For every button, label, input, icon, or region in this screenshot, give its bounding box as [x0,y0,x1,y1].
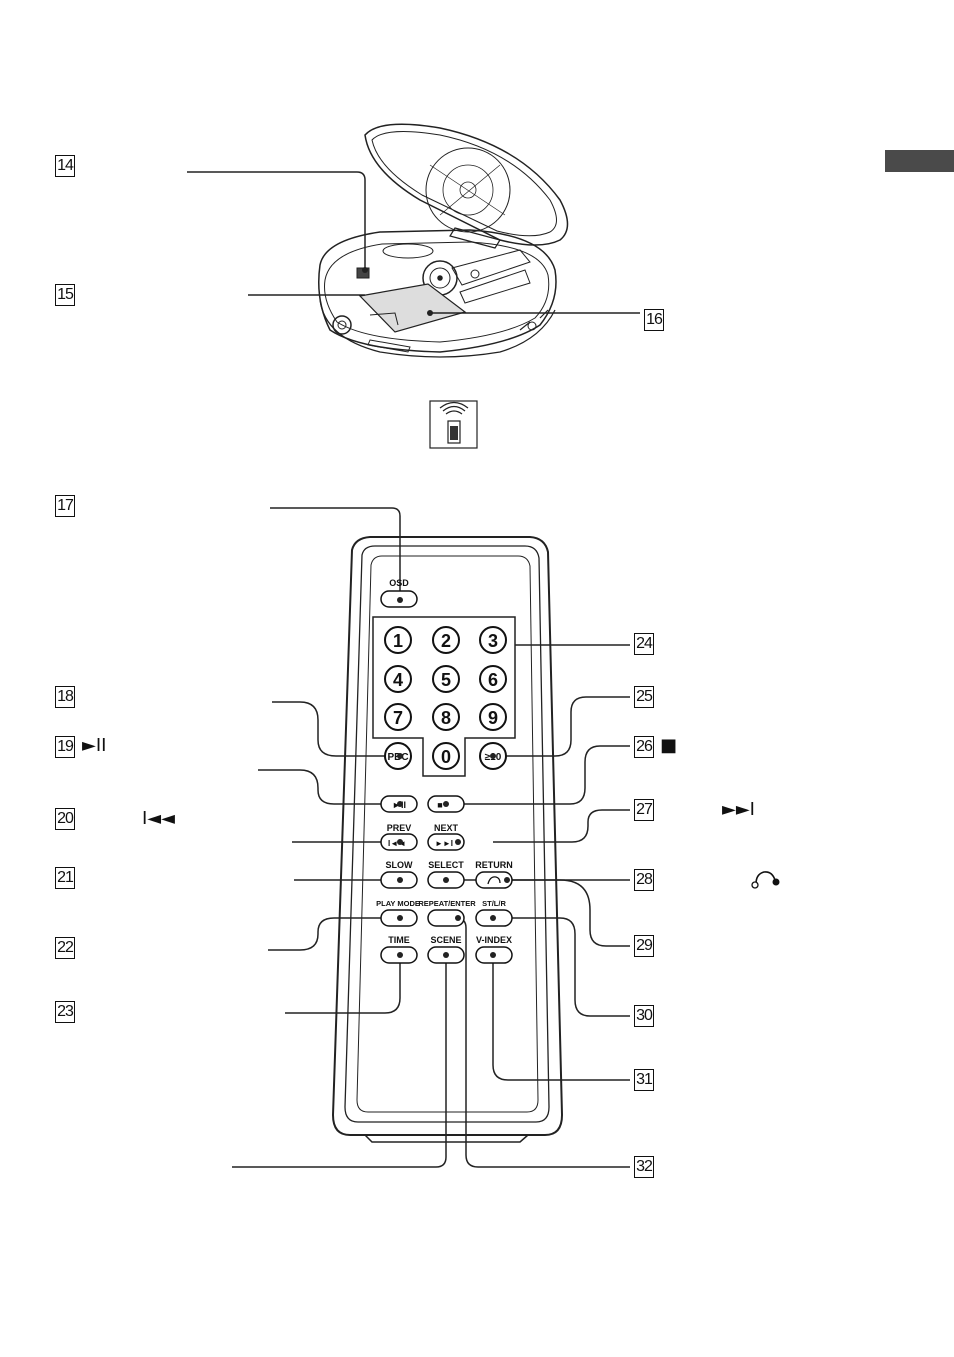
osd-label: OSD [389,578,409,588]
prev-label: PREV [387,823,412,833]
callout-22: 22 [55,937,75,959]
svg-text:■: ■ [437,800,442,810]
callout-25: 25 [634,686,654,708]
leader-line-17 [270,507,401,600]
section-tab-marker [885,150,954,172]
previous-icon: I◄◄ [142,808,175,829]
time-label: TIME [388,935,410,945]
svg-text:2: 2 [441,631,451,651]
return-arrow-icon [487,876,501,885]
callout-18: 18 [55,686,75,708]
select-label: SELECT [428,860,464,870]
svg-text:0: 0 [441,747,451,767]
svg-text:5: 5 [441,670,451,690]
callout-27: 27 [634,799,654,821]
key-5[interactable]: 5 [432,665,460,693]
key-9[interactable]: 9 [479,703,507,731]
callout-32: 32 [634,1156,654,1178]
leader-line-18 [272,701,400,757]
callout-21: 21 [55,867,75,889]
stop-icon: ■ [660,735,678,756]
remote-control-icon [429,400,478,449]
callout-30: 30 [634,1005,654,1027]
svg-text:3: 3 [488,631,498,651]
scene-label: SCENE [430,935,461,945]
key-7[interactable]: 7 [384,703,412,731]
leader-line-25 [493,696,630,757]
svg-text:1: 1 [393,631,403,651]
leader-line-22 [268,917,400,951]
leader-line-32 [446,917,630,1168]
leader-line-23 [285,955,401,1014]
next-icon: ►►I [722,799,755,820]
return-button[interactable] [475,871,513,889]
callout-17: 17 [55,495,75,517]
callout-29: 29 [634,935,654,957]
leader-line-14 [187,171,366,270]
callout-28: 28 [634,869,654,891]
svg-text:►►I: ►►I [435,839,453,848]
svg-text:I◄◄: I◄◄ [388,839,406,848]
leader-line-19 [258,769,400,805]
cd-player-illustration [318,123,569,358]
leader-line-27 [493,809,630,843]
svg-text:7: 7 [393,708,403,728]
key-0[interactable]: 0 [432,742,460,770]
next-label: NEXT [434,823,459,833]
return-label: RETURN [475,860,513,870]
repeat-enter-button[interactable] [427,909,465,927]
key-3[interactable]: 3 [479,626,507,654]
return-icon [751,871,780,889]
v-index-label: V-INDEX [476,935,512,945]
leader-line-31 [492,955,630,1081]
remote-control-body [331,536,564,1143]
numeric-keypad: 1 2 3 4 5 6 7 8 9 0 [384,626,507,770]
leader-line-26 [446,745,630,805]
callout-26: 26 [634,736,654,758]
callout-16: 16 [644,309,664,331]
next-button[interactable]: ►►I [427,833,465,851]
callout-15: 15 [55,284,75,306]
play-pause-icon: ►II [82,735,107,756]
svg-text:4: 4 [393,670,403,690]
leader-line-30 [493,917,630,1017]
callout-23: 23 [55,1001,75,1023]
callout-20: 20 [55,808,75,830]
slow-label: SLOW [386,860,414,870]
svg-text:9: 9 [488,708,498,728]
key-4[interactable]: 4 [384,665,412,693]
callout-14: 14 [55,155,75,177]
callout-31: 31 [634,1069,654,1091]
st-lr-label: ST/L/R [482,899,506,908]
leader-line-29 [446,879,630,947]
repeat-enter-label: REPEAT/ENTER [418,899,476,908]
key-6[interactable]: 6 [479,665,507,693]
svg-text:8: 8 [441,708,451,728]
svg-text:6: 6 [488,670,498,690]
key-8[interactable]: 8 [432,703,460,731]
leader-line-scene [232,955,447,1168]
callout-24: 24 [634,633,654,655]
play-mode-label: PLAY MODE [376,899,420,908]
key-1[interactable]: 1 [384,626,412,654]
callout-19: 19 [55,736,75,758]
leader-dots [362,267,510,958]
key-2[interactable]: 2 [432,626,460,654]
